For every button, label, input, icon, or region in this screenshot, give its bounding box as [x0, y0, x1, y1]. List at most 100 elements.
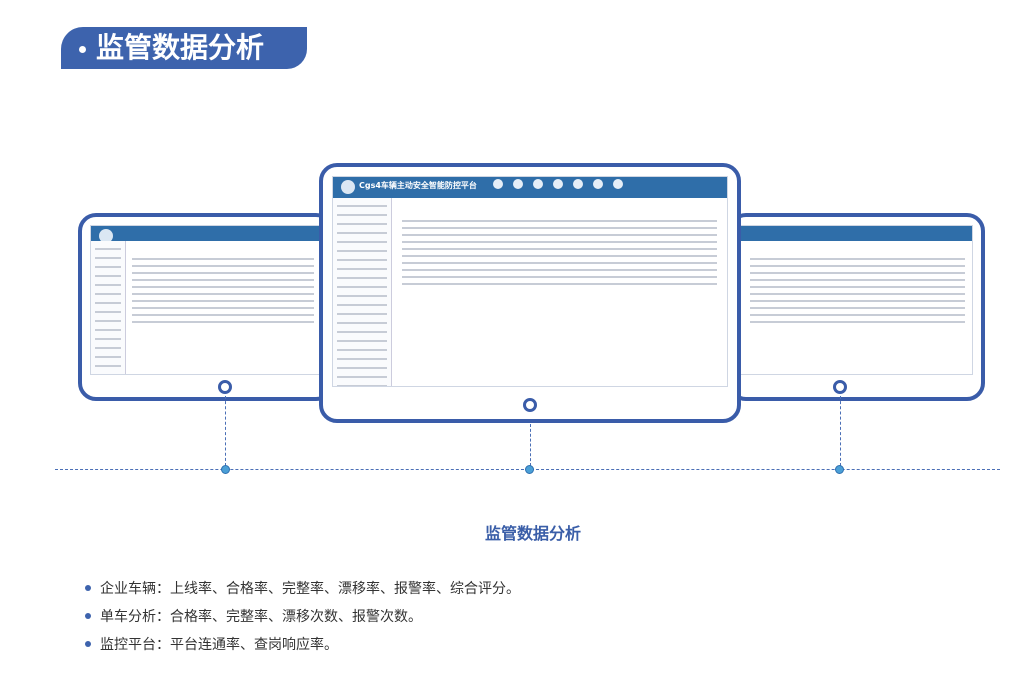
section-title: 监管数据分析 — [61, 27, 307, 69]
table-row — [401, 240, 718, 243]
subtitle: 监管数据分析 — [484, 524, 581, 543]
device-center: Cgs4车辆主动安全智能防控平台 — [319, 163, 741, 423]
sidebar-item[interactable] — [95, 310, 121, 313]
sidebar-item[interactable] — [337, 285, 388, 288]
table-row — [401, 219, 718, 222]
bullet-dot — [85, 613, 91, 619]
sidebar-item[interactable] — [95, 346, 121, 349]
bullet-text: 企业车辆：上线率、合格率、完整率、漂移率、报警率、综合评分。 — [100, 581, 520, 597]
sidebar-item[interactable] — [337, 258, 388, 261]
circle-marker — [523, 398, 537, 412]
table-row — [132, 299, 315, 302]
device-right — [728, 213, 985, 401]
sidebar-item[interactable] — [95, 319, 121, 322]
data-table — [748, 253, 967, 328]
table-row — [401, 233, 718, 236]
table-row — [749, 299, 966, 302]
sidebar-item[interactable] — [337, 312, 388, 315]
sidebar-item[interactable] — [337, 348, 388, 351]
table-row — [132, 257, 315, 260]
data-table — [400, 215, 719, 290]
sidebar-item[interactable] — [95, 328, 121, 331]
sidebar-item[interactable] — [337, 330, 388, 333]
sidebar-item[interactable] — [95, 274, 121, 277]
table-row — [401, 261, 718, 264]
logo-icon — [341, 180, 355, 194]
sidebar-item[interactable] — [337, 204, 388, 207]
sidebar-item[interactable] — [337, 222, 388, 225]
logo-icon — [99, 229, 113, 243]
circle-marker — [833, 380, 847, 394]
sidebar-item[interactable] — [95, 265, 121, 268]
sidebar-item[interactable] — [337, 375, 388, 378]
sidebar-item[interactable] — [337, 240, 388, 243]
sidebar-item[interactable] — [95, 337, 121, 340]
table-row — [749, 285, 966, 288]
connector-line — [530, 424, 531, 466]
data-table — [130, 253, 316, 328]
table-row — [401, 247, 718, 250]
sidebar-item[interactable] — [337, 249, 388, 252]
bullet-text: 监控平台：平台连通率、查岗响应率。 — [100, 637, 338, 653]
sidebar-item[interactable] — [95, 301, 121, 304]
screenshot-right — [740, 225, 973, 375]
bullet-item: 单车分析：合格率、完整率、漂移次数、报警次数。 — [85, 606, 422, 626]
sidebar-item[interactable] — [337, 321, 388, 324]
table-row — [132, 271, 315, 274]
table-row — [401, 282, 718, 285]
section-title-text: 监管数据分析 — [96, 31, 265, 64]
sidebar-item[interactable] — [337, 213, 388, 216]
connector-line — [225, 396, 226, 466]
table-row — [401, 226, 718, 229]
sidebar-item[interactable] — [337, 294, 388, 297]
sidebar-item[interactable] — [95, 364, 121, 367]
table-row — [401, 254, 718, 257]
table-row — [132, 313, 315, 316]
table-row — [132, 278, 315, 281]
nav-icon[interactable] — [533, 179, 543, 189]
sidebar-item[interactable] — [95, 292, 121, 295]
sidebar — [333, 197, 393, 386]
sidebar-item[interactable] — [337, 303, 388, 306]
table-row — [132, 285, 315, 288]
sidebar-item[interactable] — [337, 267, 388, 270]
timeline-dot — [525, 465, 534, 474]
circle-marker — [218, 380, 232, 394]
bullet-item: 企业车辆：上线率、合格率、完整率、漂移率、报警率、综合评分。 — [85, 578, 520, 598]
table-row — [132, 320, 315, 323]
sidebar-item[interactable] — [95, 355, 121, 358]
bullet-dot — [85, 585, 91, 591]
table-row — [749, 320, 966, 323]
nav-icon[interactable] — [593, 179, 603, 189]
sidebar-item[interactable] — [337, 366, 388, 369]
table-row — [132, 264, 315, 267]
table-row — [132, 306, 315, 309]
nav-icon[interactable] — [513, 179, 523, 189]
nav-icon[interactable] — [553, 179, 563, 189]
app-title: Cgs4车辆主动安全智能防控平台 — [359, 181, 477, 190]
sidebar-item[interactable] — [95, 247, 121, 250]
sidebar-item[interactable] — [95, 283, 121, 286]
sidebar-item[interactable] — [95, 373, 121, 374]
nav-icon[interactable] — [573, 179, 583, 189]
sidebar-item[interactable] — [337, 231, 388, 234]
device-left — [78, 213, 334, 401]
table-row — [401, 275, 718, 278]
screenshot-left — [90, 225, 322, 375]
screenshot-center: Cgs4车辆主动安全智能防控平台 — [332, 176, 728, 387]
timeline-dot — [221, 465, 230, 474]
sidebar-item[interactable] — [337, 276, 388, 279]
sidebar-item[interactable] — [95, 256, 121, 259]
app-header: Cgs4车辆主动安全智能防控平台 — [333, 177, 727, 198]
table-row — [749, 313, 966, 316]
table-row — [401, 268, 718, 271]
nav-icon[interactable] — [613, 179, 623, 189]
timeline-dot — [835, 465, 844, 474]
nav-icons — [493, 179, 623, 189]
sidebar-item[interactable] — [337, 339, 388, 342]
bullet-text: 单车分析：合格率、完整率、漂移次数、报警次数。 — [100, 609, 422, 625]
sidebar-item[interactable] — [337, 357, 388, 360]
app-header — [91, 226, 321, 243]
nav-icon[interactable] — [493, 179, 503, 189]
sidebar-item[interactable] — [337, 384, 388, 386]
